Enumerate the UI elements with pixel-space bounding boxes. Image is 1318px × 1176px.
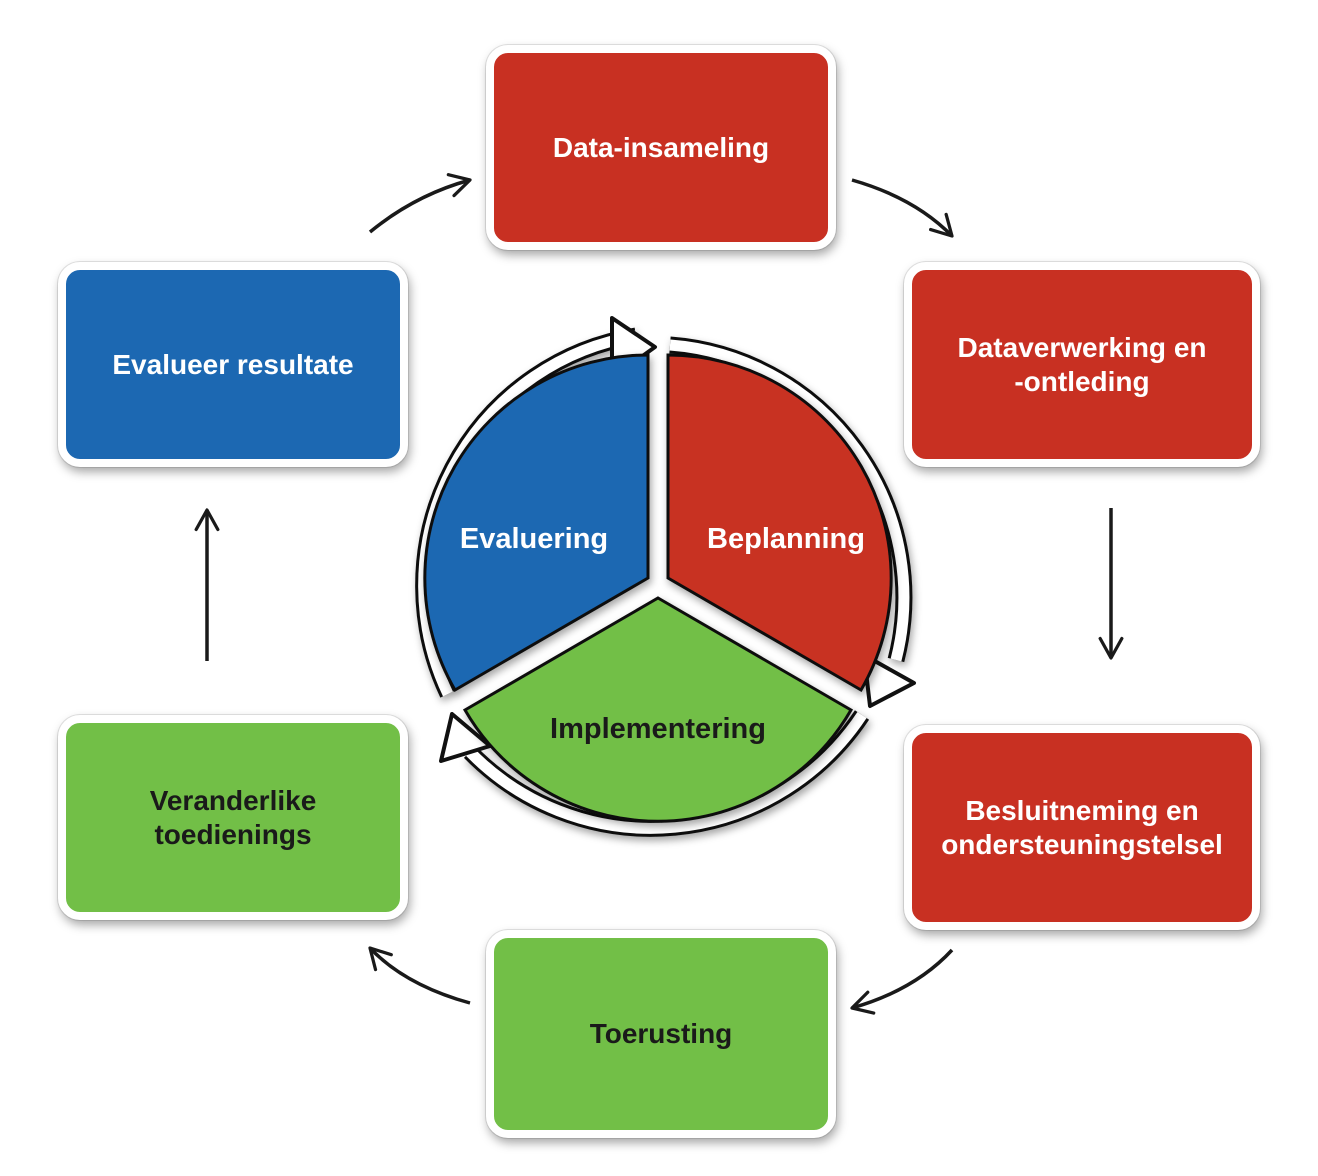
step-label: Toerusting	[589, 1018, 733, 1049]
step-box-toerusting: Toerusting	[486, 930, 836, 1138]
step-box-veranderlike-toedienings: Veranderlike toedienings	[58, 715, 408, 920]
arrow-besluitneming-to-toerusting	[850, 948, 954, 1015]
arrow-evalueer-to-data-insameling	[368, 173, 472, 234]
arrow-toerusting-to-veranderlike	[368, 946, 471, 1005]
pie-segment-implementering	[462, 596, 854, 823]
step-label: Veranderlike toedienings	[149, 784, 317, 850]
step-label: Besluitneming en ondersteuningstelsel	[941, 794, 1223, 860]
step-label: Evalueer resultate	[112, 348, 354, 380]
step-label: Data-insameling	[552, 131, 770, 163]
segment-label-evaluering: Evaluering	[460, 523, 608, 555]
arrow-data-insameling-to-dataverwerking	[851, 178, 954, 238]
segment-label-beplanning: Beplanning	[707, 523, 865, 555]
step-box-data-insameling: Data-insameling	[486, 45, 836, 250]
step-label: Dataverwerking en -ontleding	[957, 331, 1207, 397]
pie-segment-beplanning	[666, 353, 893, 693]
segment-label-implementering: Implementering	[550, 713, 766, 745]
step-box-besluitneming: Besluitneming en ondersteuningstelsel	[904, 725, 1260, 930]
pie-segment-evaluering	[423, 353, 650, 693]
step-box-dataverwerking: Dataverwerking en -ontleding	[904, 262, 1260, 467]
step-box-evalueer-resultate: Evalueer resultate	[58, 262, 408, 467]
